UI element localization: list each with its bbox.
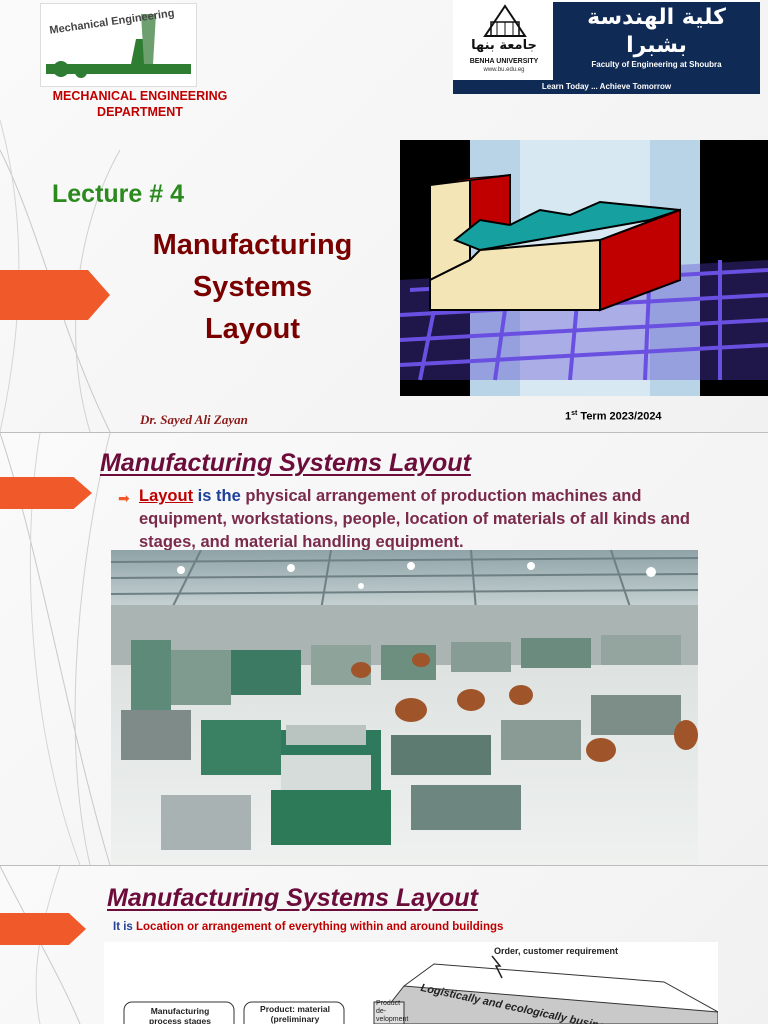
diagram-shapes	[123, 955, 718, 1024]
lecture-number: Lecture # 4	[52, 180, 185, 208]
factory-illustration	[400, 140, 768, 396]
diagram-side-label: Product de- velopment	[376, 1000, 409, 1023]
slide-title: Manufacturing Systems Layout	[100, 449, 471, 477]
location-definition: It is Location or arrangement of everyth…	[113, 921, 503, 933]
title-slide: Mechanical Engineering MECHANICAL ENGINE…	[0, 0, 768, 432]
orange-arrow	[0, 913, 86, 945]
keyword-is-the: is the	[193, 487, 241, 505]
lecture-title: Manufacturing Systems Layout	[120, 224, 385, 350]
layout-location-slide: Manufacturing Systems Layout It is Locat…	[0, 866, 768, 1024]
layout-definition-slide: Manufacturing Systems Layout ➡ Layout is…	[0, 433, 768, 865]
diagram-box-process: Manufacturing process stages	[149, 1006, 211, 1024]
diagram-box-product: Product: material (preliminary	[260, 1004, 330, 1024]
university-seal-icon	[483, 4, 527, 37]
term-text: Term 2023/2024	[577, 410, 662, 423]
university-name-en: BENHA UNIVERSITY	[469, 58, 539, 65]
slide-title: Manufacturing Systems Layout	[107, 884, 478, 912]
slide-divider	[0, 432, 768, 433]
orange-arrow	[0, 477, 92, 509]
faculty-name-ar: كلية الهندسة بشبرا	[587, 5, 726, 58]
layout-diagram: Order, customer requirement Manufacturin…	[104, 942, 718, 1024]
department-name: MECHANICAL ENGINEERING DEPARTMENT	[52, 89, 228, 119]
title-line: Systems	[192, 271, 313, 303]
orange-arrow	[0, 270, 110, 320]
layout-definition: Layout is the physical arrangement of pr…	[139, 485, 699, 554]
bullet-arrow-icon: ➡	[118, 490, 130, 506]
benha-university-logo: جامعة بنها BENHA UNIVERSITY www.bu.edu.e…	[453, 0, 760, 94]
term-ordinal: st	[571, 410, 578, 417]
decorative-lines	[0, 866, 81, 1024]
slide-divider	[0, 865, 768, 866]
faculty-name-en: Faculty of Engineering at Shoubra	[591, 60, 722, 69]
factory-floor-photo	[111, 550, 698, 865]
university-url: www.bu.edu.eg	[483, 67, 525, 73]
title-line: Layout	[204, 313, 301, 345]
keyword-it-is: It is	[113, 921, 133, 933]
keyword-layout: Layout	[139, 487, 194, 505]
mechanical-engineering-logo: Mechanical Engineering	[40, 3, 197, 87]
definition-text: physical arrangement of production machi…	[139, 487, 691, 551]
diagram-top-label: Order, customer requirement	[494, 946, 619, 956]
author-name: Dr. Sayed Ali Zayan	[140, 412, 248, 427]
university-slogan: Learn Today ... Achieve Tomorrow	[453, 80, 760, 94]
term-label: 1st Term 2023/2024	[565, 410, 662, 423]
university-name-ar: جامعة بنها	[471, 38, 537, 53]
definition-text: Location or arrangement of everything wi…	[132, 921, 504, 933]
term-number: 1	[565, 410, 572, 423]
title-line: Manufacturing	[152, 229, 353, 261]
faculty-banner: كلية الهندسة بشبرا Faculty of Engineerin…	[553, 2, 760, 80]
